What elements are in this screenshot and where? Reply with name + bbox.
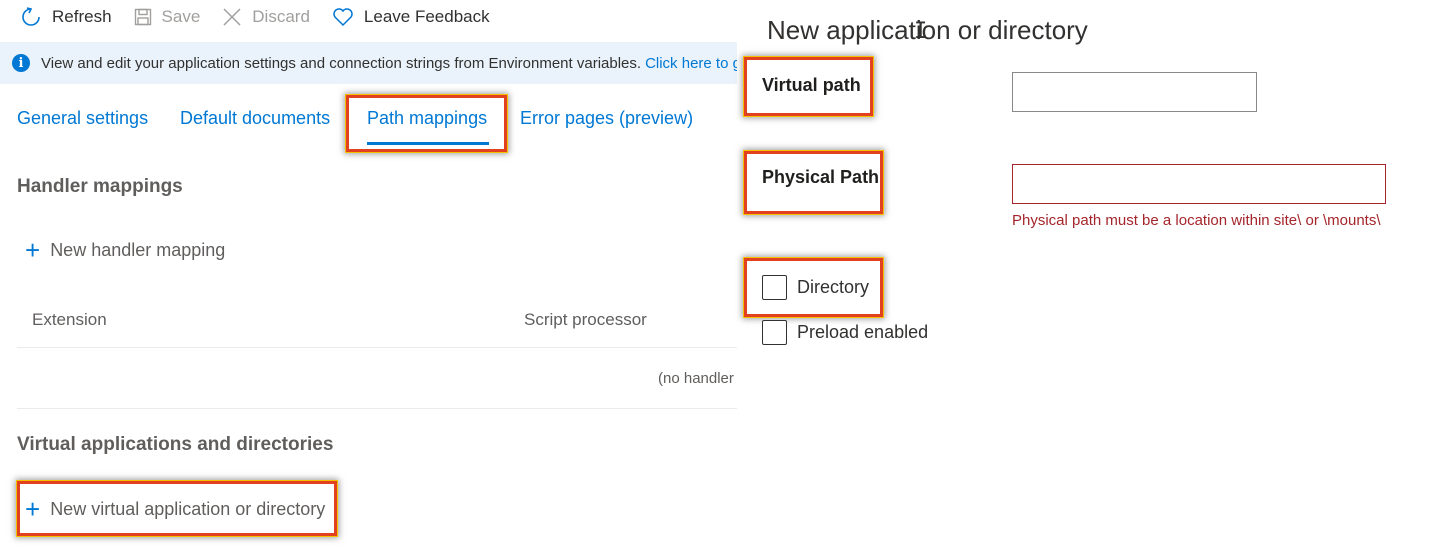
info-banner: i View and edit your application setting… xyxy=(0,42,737,84)
new-virtual-application-button[interactable]: + New virtual application or directory xyxy=(25,496,325,522)
refresh-icon xyxy=(22,7,40,26)
save-button[interactable]: Save xyxy=(134,7,201,27)
plus-icon: + xyxy=(25,494,41,524)
app-settings-page: Refresh Save Discard Leave Feedback i Vi… xyxy=(0,0,737,536)
tab-error-pages[interactable]: Error pages (preview) xyxy=(520,108,694,128)
refresh-button[interactable]: Refresh xyxy=(20,6,112,28)
close-icon xyxy=(223,8,241,26)
checkbox-icon[interactable] xyxy=(762,275,787,300)
discard-label: Discard xyxy=(252,7,310,26)
leave-feedback-button[interactable]: Leave Feedback xyxy=(332,7,490,27)
directory-checkbox[interactable]: Directory xyxy=(762,275,869,300)
preload-enabled-checkbox[interactable]: Preload enabled xyxy=(762,320,928,345)
checkbox-icon[interactable] xyxy=(762,320,787,345)
column-header-script-processor[interactable]: Script processor xyxy=(524,310,647,329)
virtual-applications-title: Virtual applications and directories xyxy=(17,434,334,455)
virtual-path-input[interactable] xyxy=(1012,72,1257,112)
column-header-extension[interactable]: Extension xyxy=(32,310,107,329)
tab-path-mappings[interactable]: Path mappings xyxy=(367,108,488,128)
panel-title: New application or directory xyxy=(767,15,1088,45)
leave-feedback-label: Leave Feedback xyxy=(363,7,490,26)
preload-enabled-label: Preload enabled xyxy=(797,322,929,342)
new-handler-mapping-button[interactable]: + New handler mapping xyxy=(25,237,225,263)
new-application-panel: New application or directory I Virtual p… xyxy=(737,0,1432,556)
table-divider xyxy=(17,408,737,409)
new-handler-mapping-label: New handler mapping xyxy=(50,239,226,260)
info-banner-text: View and edit your application settings … xyxy=(41,54,642,72)
active-tab-indicator xyxy=(367,142,489,145)
info-icon: i xyxy=(12,54,30,72)
text-cursor-icon: I xyxy=(914,19,928,44)
heart-icon xyxy=(333,8,353,27)
refresh-label: Refresh xyxy=(52,7,112,26)
new-virtual-application-label: New virtual application or directory xyxy=(50,498,326,519)
save-label: Save xyxy=(161,7,201,26)
environment-variables-link[interactable]: Click here to g xyxy=(645,54,737,72)
virtual-path-label: Virtual path xyxy=(762,75,861,95)
physical-path-error: Physical path must be a location within … xyxy=(1012,212,1381,229)
no-handler-mappings-text: (no handler xyxy=(658,370,734,387)
discard-button[interactable]: Discard xyxy=(222,7,310,27)
physical-path-input[interactable] xyxy=(1012,164,1386,204)
plus-icon: + xyxy=(25,235,41,265)
physical-path-label: Physical Path xyxy=(762,167,880,187)
handler-mappings-title: Handler mappings xyxy=(17,176,183,197)
directory-label: Directory xyxy=(797,277,870,297)
tab-general-settings[interactable]: General settings xyxy=(17,108,149,128)
command-bar: Refresh Save Discard Leave Feedback xyxy=(0,0,737,34)
table-divider xyxy=(17,347,737,348)
tab-default-documents[interactable]: Default documents xyxy=(180,108,331,128)
save-icon xyxy=(134,8,151,26)
